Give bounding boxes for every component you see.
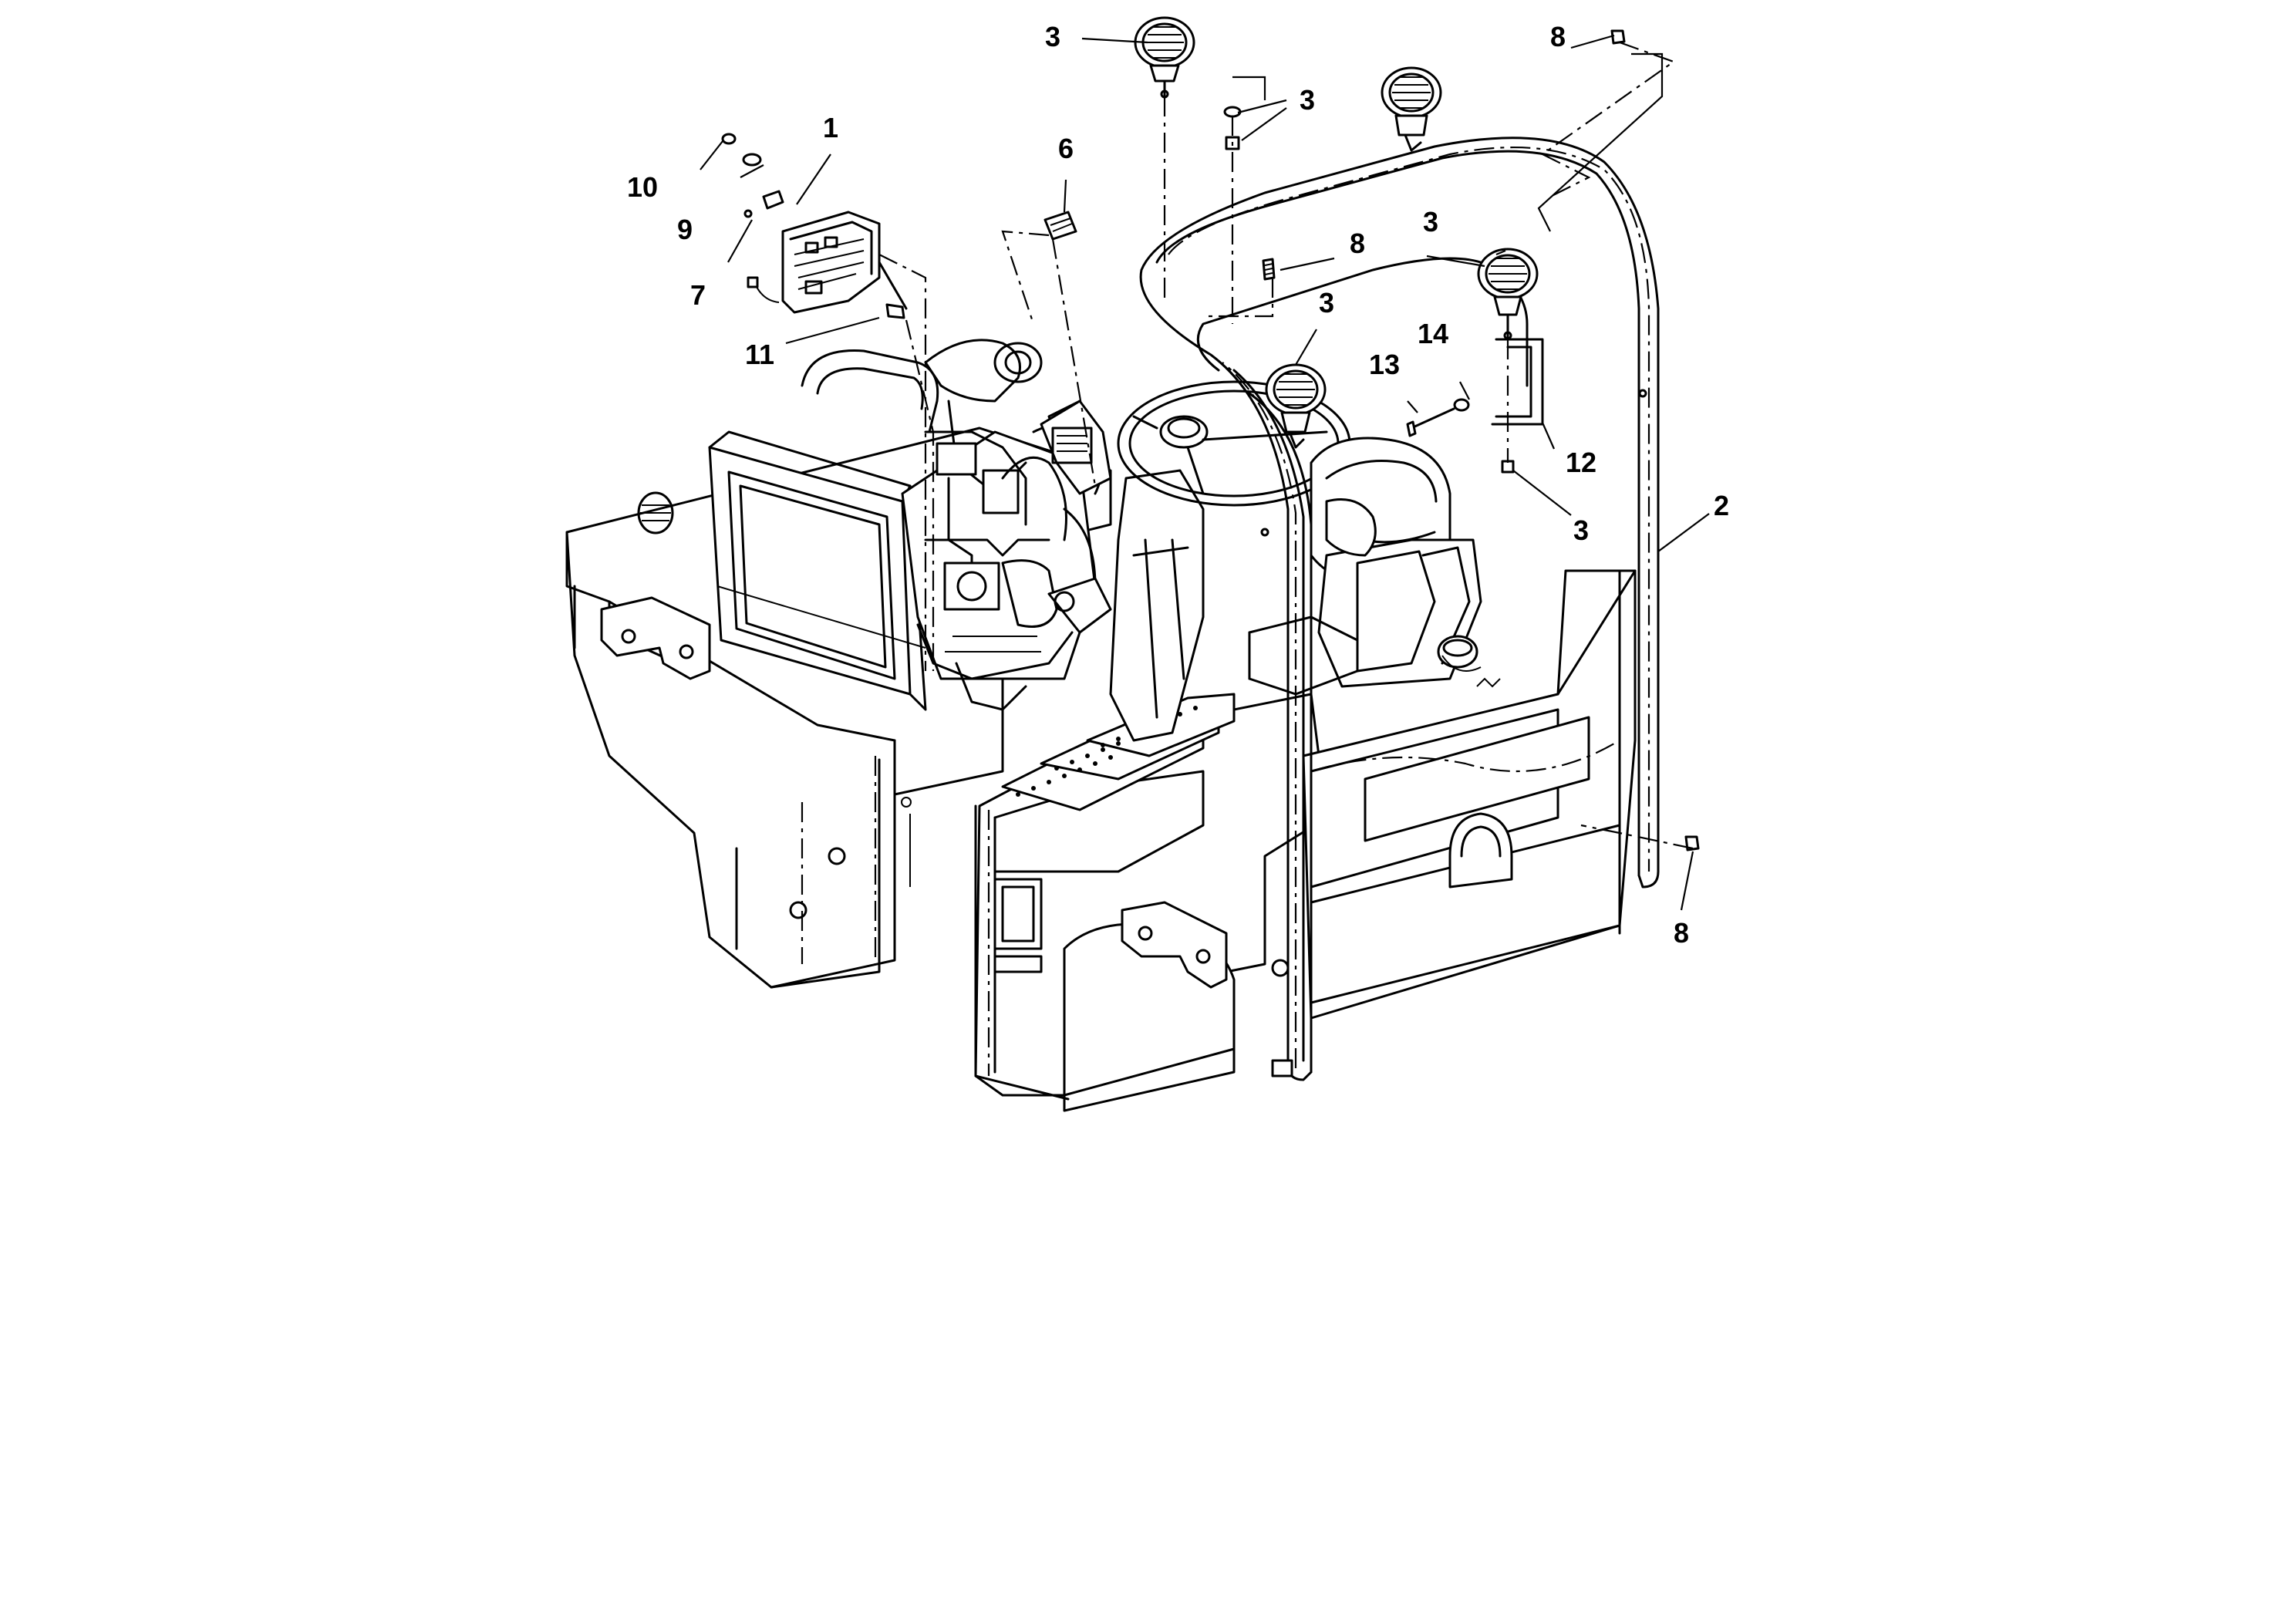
rops-frame (1139, 137, 1660, 1081)
fuel-tank-body (1302, 569, 1637, 1020)
front-frame-step (974, 693, 1328, 1112)
callout-6: 6 (1058, 133, 1074, 164)
callout-12: 12 (1566, 447, 1596, 478)
work-light-mid (1265, 363, 1327, 449)
washer (1453, 398, 1470, 412)
callout-13: 13 (1369, 349, 1400, 380)
callout-3-top-left: 3 (1045, 21, 1060, 52)
washer-9 (742, 153, 762, 167)
work-light-top-right (1381, 66, 1442, 152)
callout-8-pin: 8 (1350, 228, 1365, 259)
callout-11: 11 (745, 339, 774, 370)
callout-3-nut: 3 (1573, 514, 1589, 546)
callout-10: 10 (627, 171, 658, 203)
bolt (1406, 407, 1455, 437)
steering-column (1040, 380, 1351, 742)
assembly-lines (878, 41, 1694, 850)
callout-2: 2 (1714, 490, 1729, 521)
callout-8-top: 8 (1550, 21, 1566, 52)
callout-labels: 1 2 3 3 3 3 3 6 7 8 8 8 9 10 11 12 13 14 (627, 21, 1729, 949)
callout-3-right: 3 (1423, 206, 1438, 238)
callout-14: 14 (1418, 318, 1448, 349)
work-light-right (1477, 248, 1539, 341)
work-light-top-left (1134, 16, 1195, 99)
callout-7: 7 (690, 279, 706, 311)
radiator (708, 430, 927, 711)
callout-8-bottom: 8 (1674, 917, 1689, 949)
mount-bracket (1491, 338, 1544, 426)
callout-3-mid: 3 (1319, 287, 1334, 319)
callout-3-washer: 3 (1300, 84, 1315, 116)
nut-bottom (1684, 835, 1700, 851)
switch-6 (1043, 211, 1077, 241)
controller-module (747, 190, 908, 319)
callout-9: 9 (677, 214, 693, 245)
callout-1: 1 (823, 112, 838, 143)
nut-top (1610, 29, 1626, 45)
pin-7 (743, 209, 753, 218)
engine-assembly (801, 339, 1112, 711)
leader-lines (700, 34, 1710, 911)
washer-10 (721, 133, 737, 145)
